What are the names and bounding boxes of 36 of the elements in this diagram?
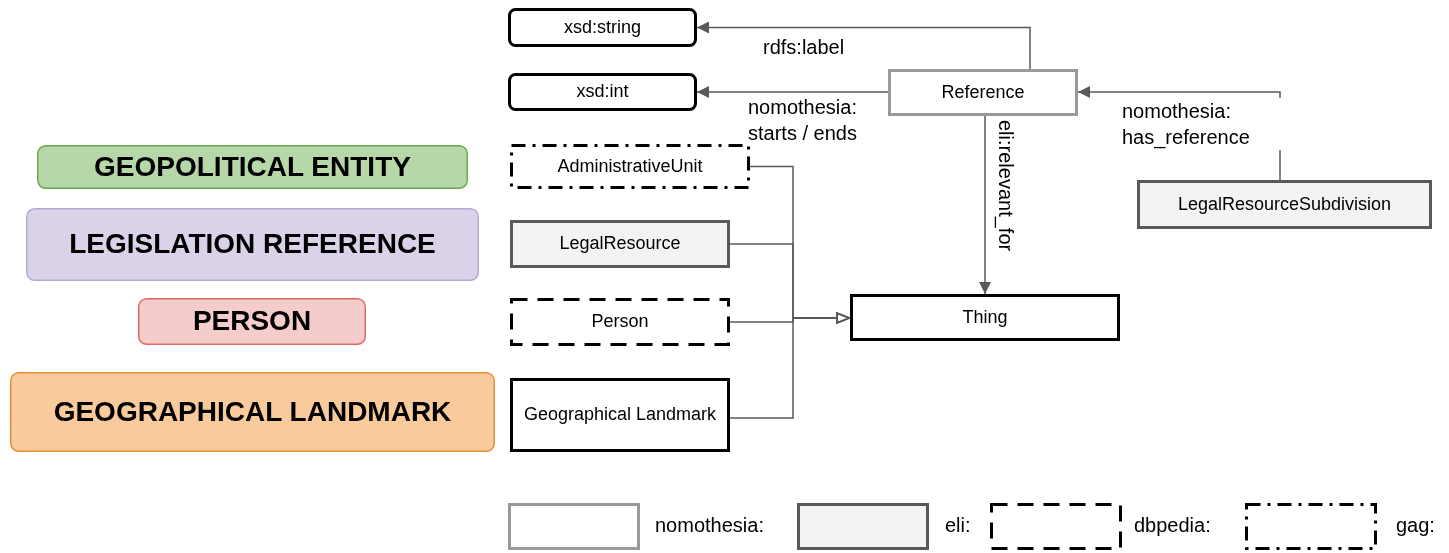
category-label: GEOGRAPHICAL LANDMARK xyxy=(53,394,452,429)
class-box xyxy=(510,144,750,189)
edge-label: nomothesia: has_reference xyxy=(1122,98,1282,150)
class-label: Geographical Landmark xyxy=(523,403,717,427)
class-label: LegalResource xyxy=(559,232,681,256)
arrow xyxy=(696,21,1031,70)
legend-label: gag: xyxy=(1396,514,1435,537)
category-label: LEGISLATION REFERENCE xyxy=(69,227,436,262)
class-box xyxy=(510,298,730,346)
arrow xyxy=(729,312,851,419)
edge-label: eli:relevant_for xyxy=(993,120,1018,252)
class-box xyxy=(888,69,1078,116)
class-label: Person xyxy=(591,310,649,334)
class-label: Reference xyxy=(941,80,1025,104)
category-box xyxy=(26,208,479,281)
class-label: LegalResourceSubdivision xyxy=(1177,192,1392,216)
category-label: PERSON xyxy=(192,304,312,339)
class-label: AdministrativeUnit xyxy=(557,154,703,178)
category-box xyxy=(138,298,366,345)
class-label: Thing xyxy=(962,305,1008,329)
legend-label: dbpedia: xyxy=(1134,514,1211,537)
class-label: xsd:int xyxy=(576,80,629,104)
class-box xyxy=(510,378,730,452)
arrow xyxy=(696,86,889,98)
class-box xyxy=(508,73,697,111)
class-box xyxy=(1137,180,1432,229)
legend-label: eli: xyxy=(945,514,971,537)
class-label: xsd:string xyxy=(564,15,641,39)
class-box xyxy=(508,8,697,47)
category-box xyxy=(37,145,468,189)
class-box xyxy=(510,220,730,268)
arrow xyxy=(979,115,991,295)
category-label: GEOPOLITICAL ENTITY xyxy=(94,149,411,184)
legend-label: nomothesia: xyxy=(655,514,764,537)
category-box xyxy=(10,372,495,452)
class-box xyxy=(850,294,1120,341)
